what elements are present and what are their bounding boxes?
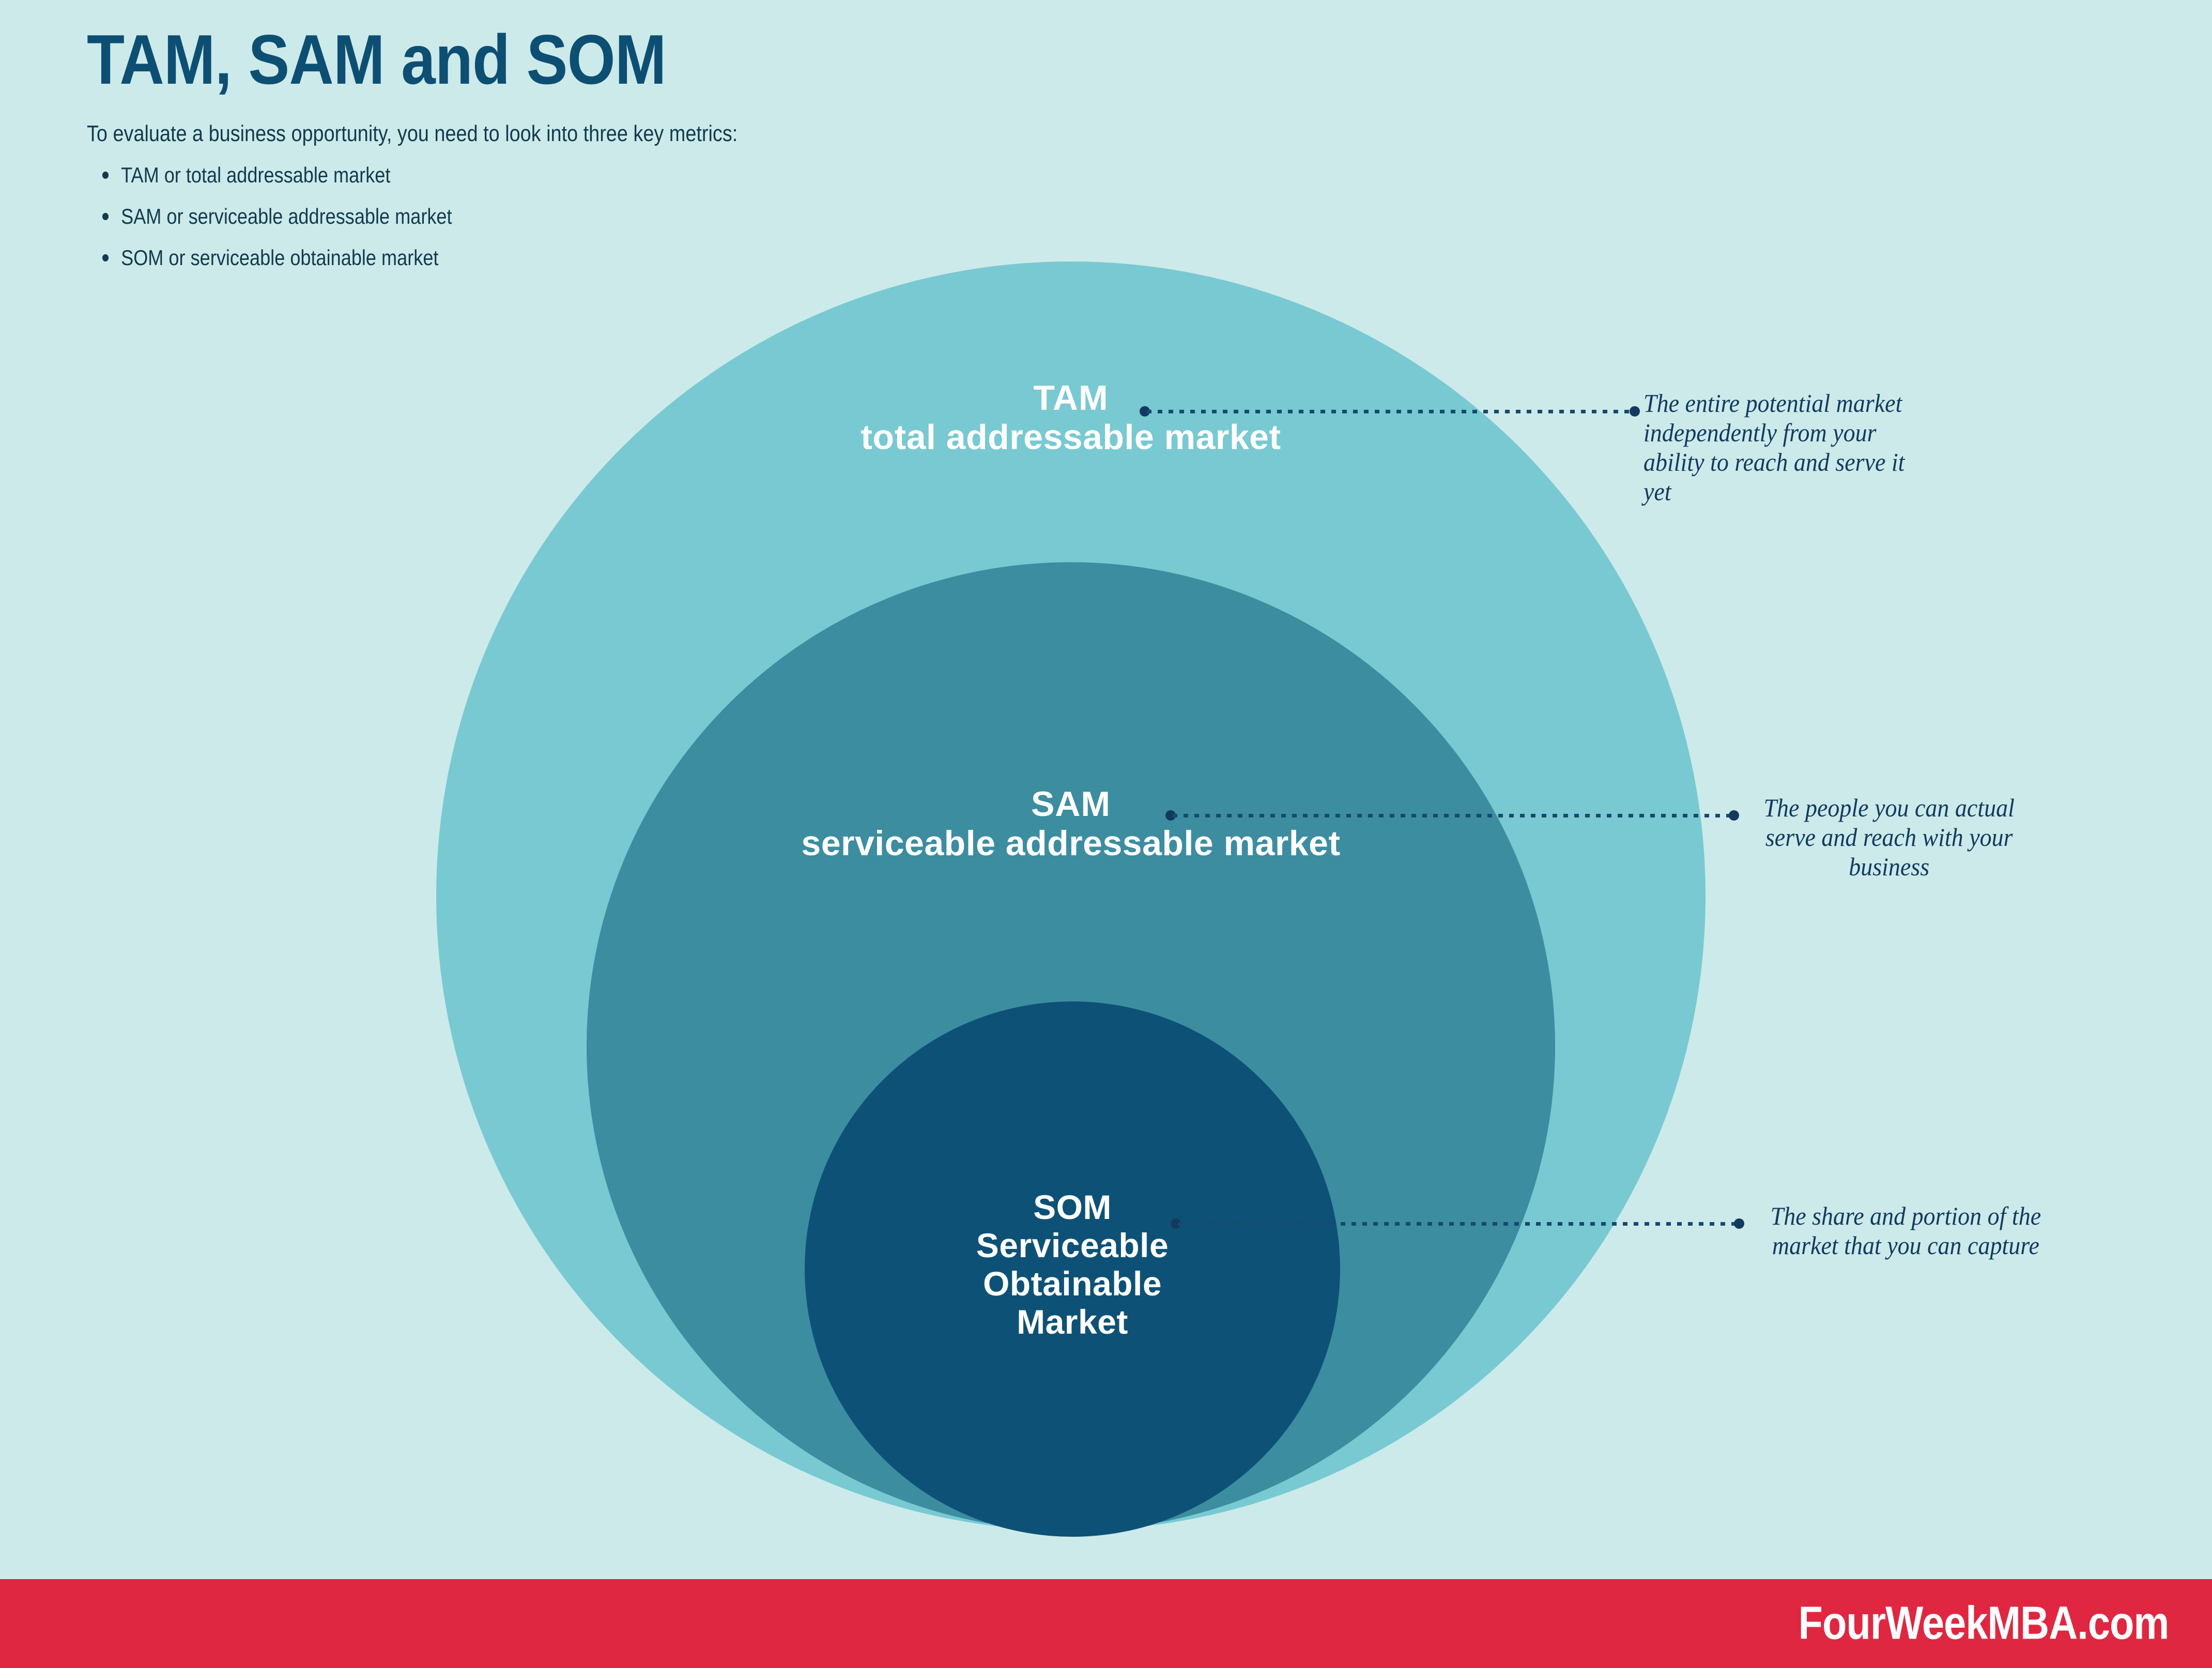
connector-dot-icon xyxy=(1729,810,1739,821)
som-annotation: The share and portion of the market that… xyxy=(1770,1201,2041,1260)
sam-acronym: SAM xyxy=(1031,784,1111,824)
bullet-dot-icon xyxy=(102,212,109,220)
bullet-dot-icon xyxy=(102,171,109,179)
list-item: SAM or serviceable addressable market xyxy=(102,204,1067,229)
tam-connector-line xyxy=(1140,406,1640,416)
tam-annotation: The entire potential market independentl… xyxy=(1643,389,1905,506)
som-acronym: SOM xyxy=(1033,1188,1112,1226)
som-expansion-line-1: Serviceable xyxy=(976,1226,1169,1264)
connector-dot-icon xyxy=(1734,1218,1744,1229)
brand-logo-text: FourWeekMBA.com xyxy=(1798,1597,2169,1649)
som-expansion-line-3: Market xyxy=(1017,1302,1128,1341)
intro-text: To evaluate a business opportunity, you … xyxy=(87,120,738,146)
som-expansion-line-2: Obtainable xyxy=(982,1264,1162,1303)
sam-annotation: The people you can actual serve and reac… xyxy=(1763,793,2015,881)
sam-connector-line xyxy=(1165,810,1739,821)
key-metrics-list: TAM or total addressable market SAM or s… xyxy=(87,162,1224,271)
list-item-label: SOM or serviceable obtainable market xyxy=(121,245,439,270)
dotted-line xyxy=(1173,814,1732,817)
bullet-dot-icon xyxy=(102,254,109,262)
tam-expansion: total addressable market xyxy=(861,418,1281,457)
som-label: SOM Serviceable Obtainable Market xyxy=(805,1188,1340,1341)
list-item-label: SAM or serviceable addressable market xyxy=(121,204,452,228)
connector-dot-icon xyxy=(1140,406,1150,416)
connector-dot-icon xyxy=(1165,810,1176,821)
dotted-line xyxy=(1178,1222,1737,1226)
tam-label: TAM total addressable market xyxy=(436,378,1706,457)
connector-dot-icon xyxy=(1171,1218,1181,1229)
sam-label: SAM serviceable addressable market xyxy=(587,784,1555,863)
list-item: SOM or serviceable obtainable market xyxy=(102,245,1067,271)
header-block: TAM, SAM and SOM To evaluate a business … xyxy=(87,23,1224,287)
som-connector-line xyxy=(1171,1218,1744,1229)
list-item: TAM or total addressable market xyxy=(102,162,1067,188)
page-title: TAM, SAM and SOM xyxy=(87,20,666,99)
som-circle xyxy=(805,1001,1340,1537)
connector-dot-icon xyxy=(1630,406,1640,416)
footer-bar: FourWeekMBA.com xyxy=(0,1579,2212,1668)
tam-acronym: TAM xyxy=(1033,378,1109,418)
sam-expansion: serviceable addressable market xyxy=(801,824,1341,863)
dotted-line xyxy=(1147,410,1633,413)
list-item-label: TAM or total addressable market xyxy=(121,162,391,187)
